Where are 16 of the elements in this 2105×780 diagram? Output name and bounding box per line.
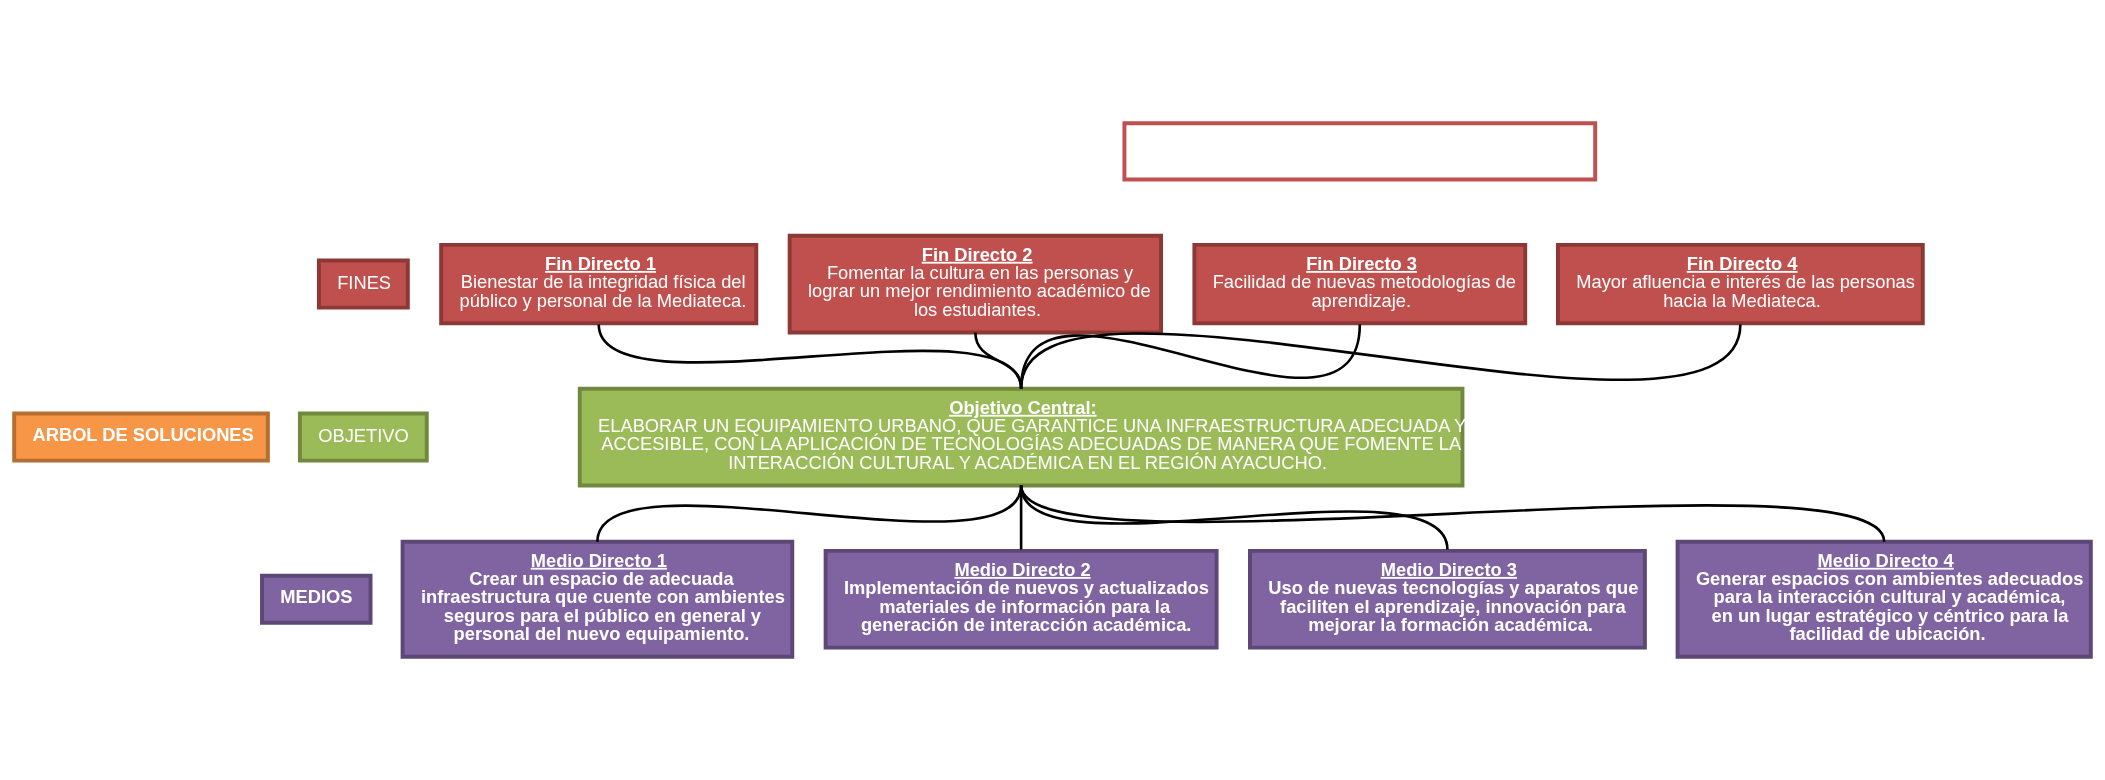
node-box: Medio Directo 2 Implementación de nuevos y actualizados materiales de información para la generación de interacción académica. xyxy=(823,548,1219,650)
node-box: Medio Directo 4 Generar espacios con ambientes adecuados para la interacción cultural y académica, en un lugar estratégico y céntrico para la facilidad de ubicación. xyxy=(1675,539,2093,659)
connector xyxy=(1019,324,1742,390)
node-box: FINES xyxy=(316,258,410,310)
node-box: Fin Directo 4 Mayor afluencia e interés de las personas hacia la Mediateca. xyxy=(1555,242,1925,326)
node-box: MEDIOS xyxy=(260,573,373,625)
node-box: Fin Directo 1 Bienestar de la integridad física del público y personal de la Mediateca. xyxy=(439,242,759,326)
connector xyxy=(1020,484,1886,543)
node-box: ARBOL DE SOLUCIONES xyxy=(12,411,270,463)
node-box: Fin Directo 2 Fomentar la cultura en las personas y lograr un mejor rendimiento académico de los estudiantes. xyxy=(787,233,1163,335)
node-box: Fin Directo 3 Facilidad de nuevas metodologías de aprendizaje. xyxy=(1192,242,1528,326)
node-box: Objetivo Central: ELABORAR UN EQUIPAMIENTO URBANO, QUE GARANTICE UNA INFRAESTRUCTURA ADECUADA Y ACCESIBLE, CON LA APLICACIÓN DE TECNOLOGÍAS ADECUADAS DE MANERA QUE FOMENTE LA INTERACCIÓN CULTURAL Y ACADÉMICA EN EL REGIÓN AYACUCHO. xyxy=(577,386,1465,488)
node-box: OBJETIVO xyxy=(297,411,429,463)
node-box: Medio Directo 1 Crear un espacio de adecuada infraestructura que cuente con ambientes seguros para el público en general y personal del nuevo equipamiento. xyxy=(400,539,795,659)
node-box xyxy=(1122,121,1598,182)
node-box: Medio Directo 3 Uso de nuevas tecnologías y aparatos que faciliten el aprendizaje, innovación para mejorar la formación académica. xyxy=(1248,548,1647,650)
